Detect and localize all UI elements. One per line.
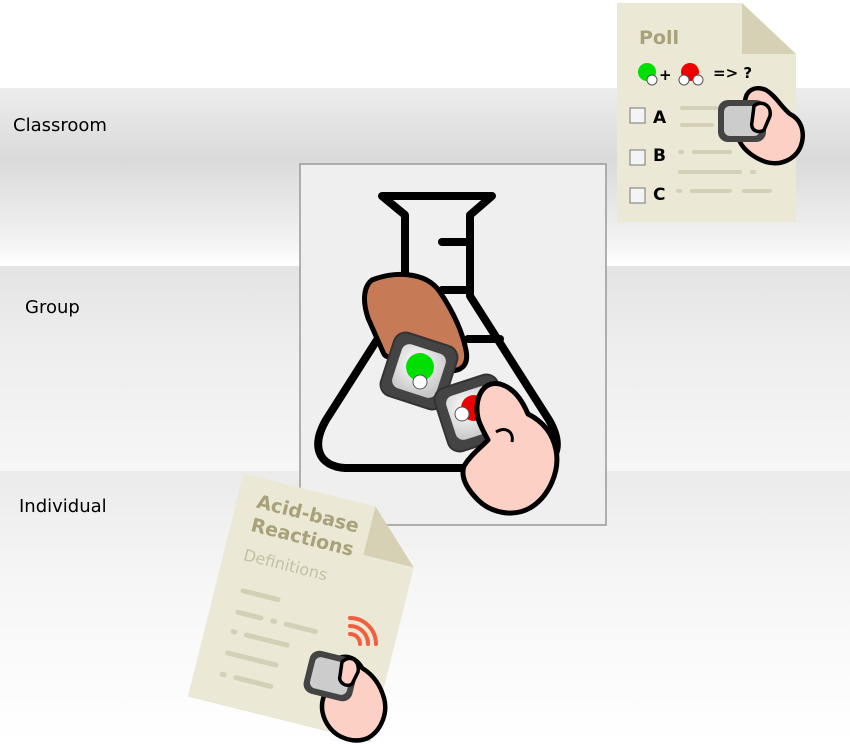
- poll-title: Poll: [639, 27, 679, 49]
- hand-icon: [749, 101, 772, 134]
- poll-sheet: Poll + => ? A B C: [617, 3, 796, 222]
- checkbox-icon[interactable]: [629, 187, 646, 204]
- poll-option-b: B: [653, 146, 666, 166]
- group-label: Group: [25, 297, 80, 318]
- checkbox-icon[interactable]: [629, 107, 646, 124]
- wireless-signal-icon: [348, 616, 378, 646]
- poll-plus: +: [659, 66, 672, 84]
- individual-label: Individual: [19, 496, 107, 517]
- poll-option-a: A: [653, 108, 667, 128]
- poll-option-c: C: [653, 185, 665, 205]
- checkbox-icon[interactable]: [629, 149, 646, 166]
- poll-equation-tail: => ?: [713, 64, 752, 82]
- hand-icon: [460, 381, 560, 516]
- classroom-label: Classroom: [13, 115, 107, 136]
- hand-icon: [337, 656, 360, 688]
